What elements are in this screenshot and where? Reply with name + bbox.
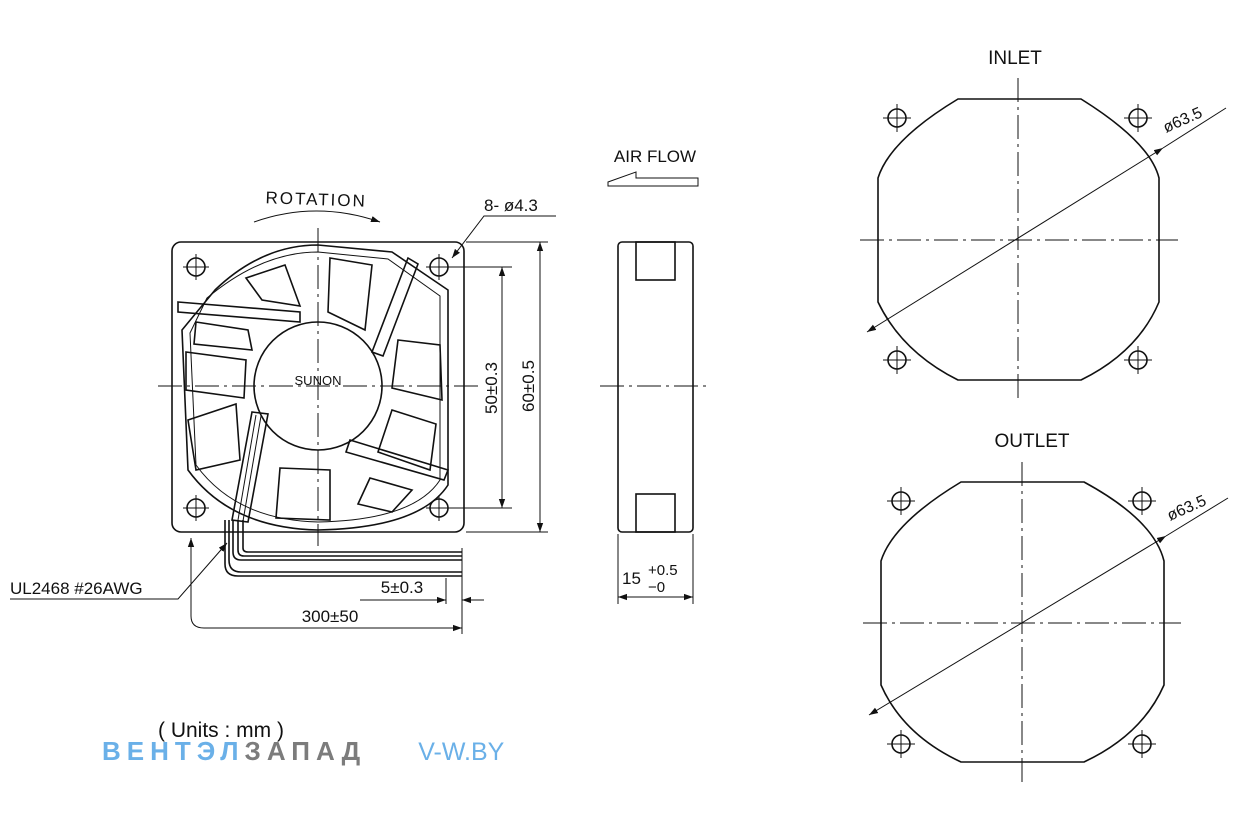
- mount-hole-icon: [1124, 104, 1152, 132]
- holes-label: 8- ø4.3: [484, 196, 538, 215]
- rotation-label: ROTATION: [265, 188, 367, 211]
- air-flow-label: AIR FLOW: [614, 147, 696, 166]
- strut-right-upper: [370, 256, 419, 358]
- air-flow-arrow-icon: [607, 171, 699, 187]
- mounting-holes-front: [183, 254, 452, 521]
- mount-hole-icon: [426, 254, 452, 280]
- dim-thickness-lower-tol: −0: [648, 579, 665, 596]
- fan-blades: [185, 257, 443, 521]
- outlet-label: OUTLET: [995, 431, 1070, 452]
- watermark-part-a: ВЕНТЭЛ: [102, 736, 245, 766]
- wire-channel-line-2: [242, 415, 262, 522]
- dim-frame-size: 60±0.5: [519, 360, 538, 412]
- venturi-opening: [181, 244, 449, 531]
- outlet-diameter: ø63.5: [1165, 492, 1209, 524]
- mount-hole-icon: [887, 487, 915, 515]
- dim-lead-length-line: [187, 538, 462, 632]
- mount-hole-icon: [883, 104, 911, 132]
- strut-left-upper: [177, 301, 301, 323]
- wire-channel-line-1: [237, 414, 257, 521]
- watermark-part-b: ЗАПАД: [244, 736, 367, 766]
- watermark-url: V-W.BY: [418, 738, 505, 766]
- dim-hole-spacing: 50±0.3: [482, 362, 501, 414]
- inlet-view: INLET ø63.5: [860, 48, 1227, 402]
- dim-thickness-upper-tol: +0.5: [648, 562, 678, 579]
- inlet-diameter-leader: [1162, 107, 1227, 149]
- lead-wire: [232, 520, 462, 561]
- dim-lead-length: 300±50: [302, 607, 359, 626]
- mount-hole-icon: [883, 346, 911, 374]
- venturi-inner-edge: [189, 251, 441, 523]
- mount-hole-icon: [183, 495, 209, 521]
- side-frame-outline: [617, 241, 694, 533]
- mount-hole-icon: [183, 254, 209, 280]
- outlet-view: OUTLET ø63.5: [863, 431, 1229, 784]
- lead-wire: [228, 520, 462, 573]
- mount-hole-icon: [887, 730, 915, 758]
- outlet-diameter-leader: [1165, 497, 1229, 537]
- mount-hole-icon: [1128, 487, 1156, 515]
- inlet-label: INLET: [988, 48, 1042, 69]
- side-hole-top: [635, 241, 676, 281]
- rotation-arrow-icon: [253, 210, 381, 223]
- inlet-diameter: ø63.5: [1161, 104, 1205, 136]
- side-view: AIR FLOW 15 +0.5 −0: [600, 147, 708, 604]
- inlet-diameter-line: [866, 147, 1164, 333]
- strut-right-lower: [344, 439, 450, 481]
- outlet-diameter-line: [868, 535, 1167, 716]
- front-view: SUNON ROTATION 8- ø4.3 50±0.3 60±0.5: [10, 188, 556, 634]
- mount-hole-icon: [1128, 730, 1156, 758]
- holes-leader: [451, 215, 556, 259]
- wire-spec-label: UL2468 #26AWG: [10, 579, 143, 598]
- side-hole-bottom: [635, 493, 676, 533]
- mount-hole-icon: [1124, 346, 1152, 374]
- dim-thickness: 15: [622, 569, 641, 588]
- mount-hole-icon: [426, 495, 452, 521]
- dim-strip: 5±0.3: [381, 578, 423, 597]
- lead-wire: [237, 520, 462, 557]
- units-label: ( Units : mm ): [158, 719, 284, 742]
